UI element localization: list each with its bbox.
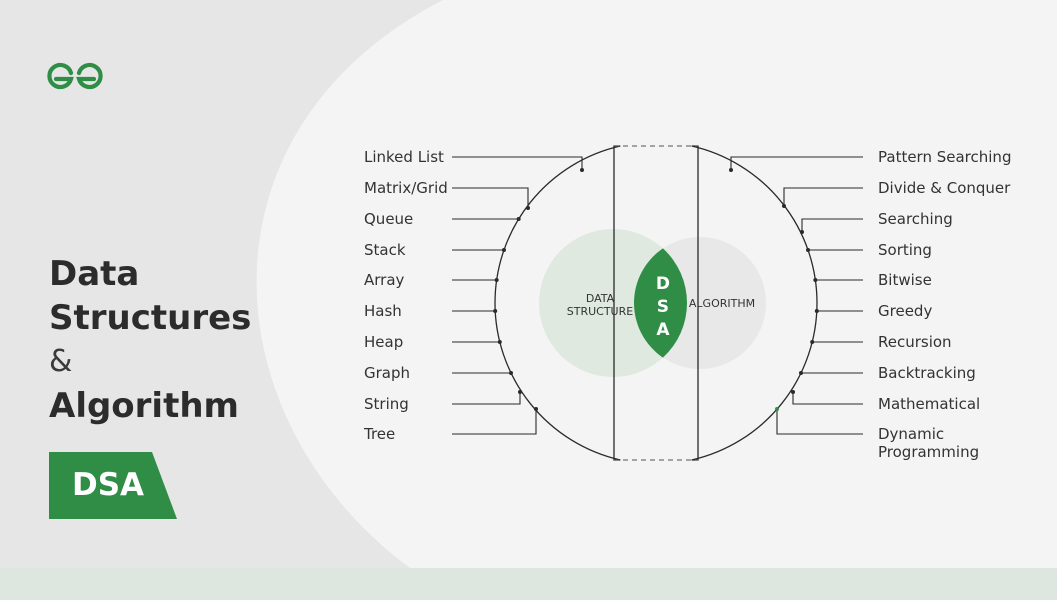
right-dot bbox=[729, 168, 733, 172]
right-item-line: Dynamic bbox=[878, 425, 944, 443]
dsa-letter-a: A bbox=[656, 320, 670, 340]
right-item-recursion: Recursion bbox=[878, 333, 952, 351]
left-item-linked-list: Linked List bbox=[364, 148, 444, 166]
label-data: DATA bbox=[586, 292, 615, 305]
left-item-array: Array bbox=[364, 271, 405, 289]
title-line-algorithm: Algorithm bbox=[49, 386, 239, 426]
right-item-bitwise: Bitwise bbox=[878, 271, 932, 289]
right-item-backtracking: Backtracking bbox=[878, 364, 976, 382]
label-structure: STRUCTURE bbox=[567, 305, 633, 318]
left-dot bbox=[526, 206, 530, 210]
right-connector bbox=[792, 392, 863, 405]
dsa-badge-shape bbox=[49, 452, 177, 519]
dsa-badge-label: DSA bbox=[71, 467, 145, 503]
gfg-logo-icon bbox=[46, 58, 104, 99]
left-dot bbox=[509, 371, 514, 375]
title-ampersand: & bbox=[49, 344, 73, 379]
left-item-queue: Queue bbox=[364, 210, 413, 228]
data-structure-arc bbox=[494, 145, 621, 461]
right-dot bbox=[813, 278, 818, 282]
left-dot bbox=[497, 340, 502, 344]
left-item-graph: Graph bbox=[364, 364, 410, 382]
right-item-line: Programming bbox=[878, 443, 979, 461]
left-dot bbox=[501, 248, 506, 252]
left-item-stack: Stack bbox=[364, 241, 406, 259]
right-dot bbox=[775, 407, 779, 411]
left-item-tree: Tree bbox=[363, 425, 395, 443]
right-dot bbox=[806, 248, 811, 252]
right-dot bbox=[814, 309, 819, 313]
left-connector bbox=[452, 392, 521, 405]
algorithm-arc bbox=[691, 145, 818, 461]
right-item-sorting: Sorting bbox=[878, 241, 932, 259]
right-dot bbox=[791, 390, 795, 394]
left-item-string: String bbox=[364, 395, 409, 413]
right-item-pattern-searching: Pattern Searching bbox=[878, 148, 1011, 166]
left-connector bbox=[452, 409, 537, 435]
right-dot bbox=[810, 340, 815, 344]
title-line-structures: Structures bbox=[49, 298, 252, 338]
left-dot bbox=[534, 407, 538, 411]
right-connector bbox=[730, 156, 863, 170]
dsa-letter-d: D bbox=[656, 274, 670, 294]
right-dot bbox=[798, 371, 803, 375]
right-connector bbox=[776, 409, 863, 435]
right-item-searching: Searching bbox=[878, 210, 953, 228]
dsa-intersection bbox=[634, 248, 687, 358]
title-line-data: Data bbox=[49, 254, 140, 294]
left-item-matrix-grid: Matrix/Grid bbox=[364, 179, 448, 197]
right-connector bbox=[801, 218, 863, 232]
left-dot bbox=[494, 278, 499, 282]
dsa-letter-s: S bbox=[657, 297, 669, 317]
left-dot bbox=[518, 390, 522, 394]
left-dot bbox=[580, 168, 584, 172]
page-title: Data Structures & Algorithm bbox=[49, 252, 251, 428]
left-dot bbox=[493, 309, 498, 313]
left-item-hash: Hash bbox=[364, 302, 402, 320]
right-item-greedy: Greedy bbox=[878, 302, 932, 320]
left-dot bbox=[516, 217, 521, 221]
left-connector bbox=[452, 187, 529, 208]
right-dot bbox=[782, 204, 786, 208]
left-item-heap: Heap bbox=[364, 333, 403, 351]
label-algorithm: ALGORITHM bbox=[689, 297, 755, 310]
right-connector bbox=[783, 187, 863, 206]
right-dot bbox=[800, 230, 804, 234]
right-item-divide-conquer: Divide & Conquer bbox=[878, 179, 1011, 197]
left-connector bbox=[452, 156, 583, 170]
right-item-mathematical: Mathematical bbox=[878, 395, 980, 413]
footer-band bbox=[0, 568, 1057, 600]
